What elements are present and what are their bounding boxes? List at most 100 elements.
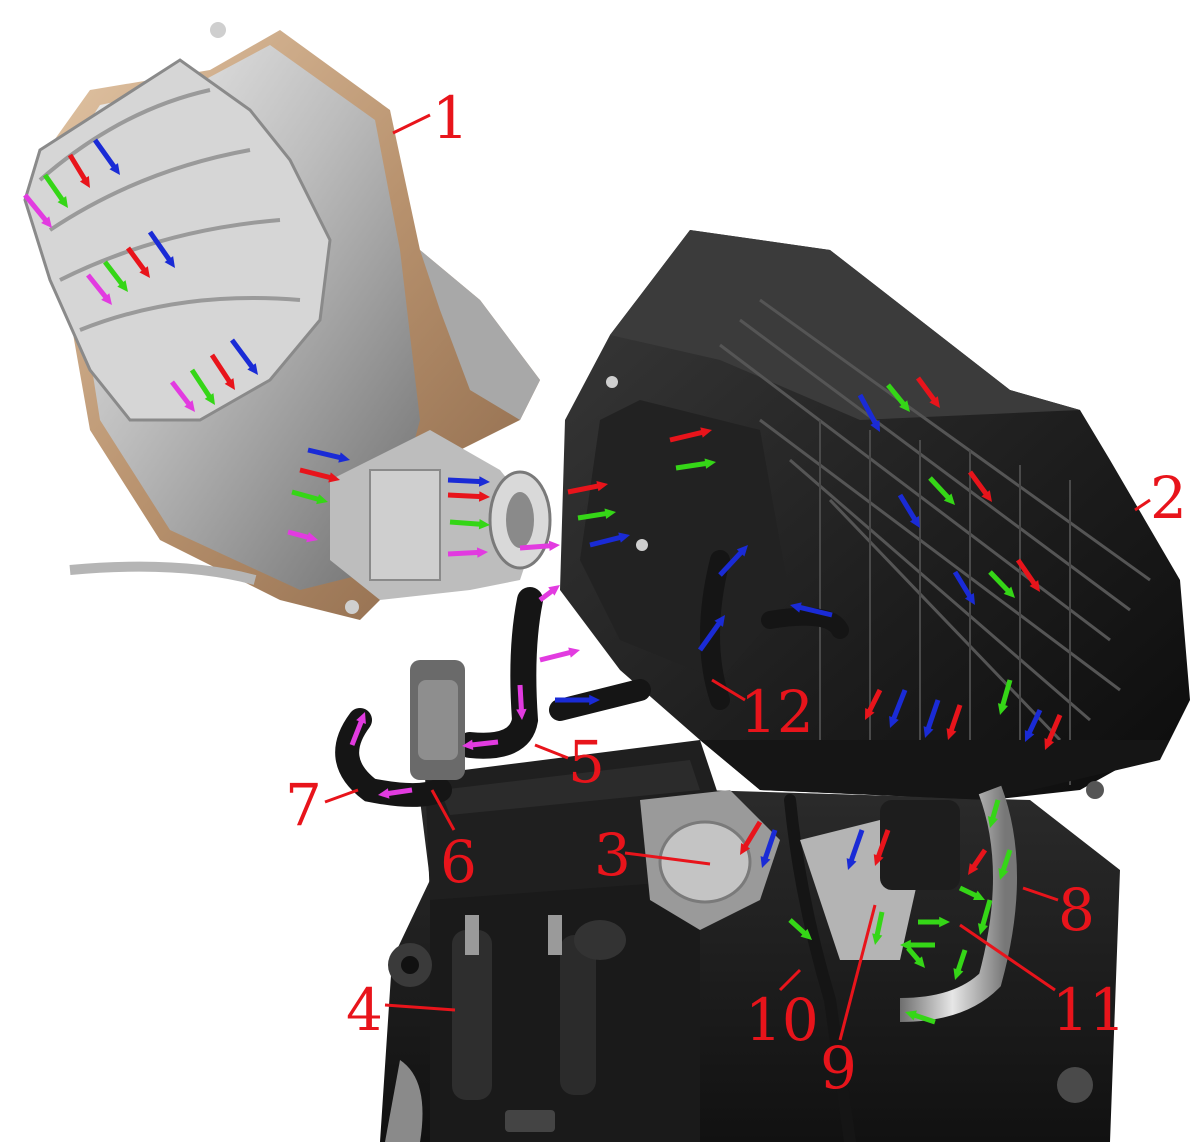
flow-arrow-shaft (847, 829, 865, 866)
flow-arrow-head (516, 708, 527, 720)
flow-arrow-head (596, 481, 608, 492)
flow-arrow-shaft (928, 476, 953, 503)
flow-arrow-head (905, 1010, 917, 1021)
flow-arrow-head (548, 585, 560, 596)
flow-arrow-head (872, 933, 883, 945)
flow-arrow-head (899, 400, 910, 412)
callout-4: 4 (346, 976, 383, 1044)
flow-arrow-head (946, 728, 957, 740)
flow-arrow-shaft (979, 899, 993, 930)
flow-arrows (23, 138, 1063, 1025)
flow-arrow-head (964, 593, 975, 605)
flow-arrow-shaft (967, 470, 991, 499)
flow-arrow-head (247, 363, 258, 375)
flow-arrow-head (790, 602, 802, 613)
flow-arrow-shaft (86, 273, 111, 302)
flow-arrow-head (987, 816, 998, 828)
flow-arrow-head (139, 266, 150, 278)
callout-11: 11 (1052, 976, 1126, 1044)
flow-arrow-head (953, 968, 964, 980)
flow-arrow-shaft (23, 193, 51, 225)
flow-arrow-head (973, 890, 985, 901)
flow-arrow-head (316, 494, 328, 505)
flow-arrow-shaft (675, 460, 711, 471)
flow-arrow-head (1024, 730, 1035, 742)
flow-arrow-shaft (349, 716, 366, 746)
flow-arrow-head (968, 863, 979, 875)
flow-arrow-shaft (189, 368, 214, 402)
flow-arrow-shaft (1015, 558, 1039, 589)
flow-arrow-head (889, 716, 899, 728)
callout-1: 1 (432, 84, 469, 152)
flow-arrow-shaft (299, 467, 335, 481)
flow-arrow-head (338, 452, 350, 463)
flow-arrow-shaft (718, 547, 746, 577)
flow-arrow-head (870, 420, 880, 432)
flow-arrow-shaft (447, 477, 485, 485)
flow-arrow-shaft (307, 447, 345, 462)
callouts: 1 2 3 4 5 6 7 8 9 10 11 12 (285, 84, 1187, 1102)
flow-arrow-head (760, 856, 771, 868)
flow-arrow-head (700, 427, 712, 438)
flow-arrow-head (998, 868, 1009, 880)
flow-arrow-head (977, 923, 988, 935)
callout-12: 12 (740, 678, 814, 746)
flow-arrow-head (929, 396, 940, 408)
flow-arrow-head (568, 647, 580, 658)
flow-arrow-head (478, 491, 490, 502)
flow-arrow-head (462, 739, 474, 750)
flow-arrow-head (356, 712, 366, 724)
flow-arrow-shaft (170, 380, 194, 409)
flow-arrow-shaft (697, 618, 724, 652)
flow-arrow-shaft (447, 492, 485, 500)
flow-arrow-shaft (567, 482, 603, 495)
callout-leaders (324, 113, 1151, 1041)
flow-arrow-shaft (761, 829, 778, 864)
throttle-duct (330, 430, 552, 600)
flow-arrow-shaft (209, 353, 234, 387)
flow-arrow-shaft (874, 829, 891, 862)
flow-arrow-head (846, 858, 857, 870)
flow-arrow-shaft (897, 493, 920, 525)
flow-arrow-head (204, 393, 215, 405)
flow-arrow-head (478, 518, 490, 530)
flow-arrow-shaft (1045, 714, 1063, 746)
flow-arrow-shaft (952, 570, 975, 602)
flow-arrow-head (478, 476, 490, 487)
flow-arrow-head (328, 472, 340, 483)
flow-arrow-head (109, 163, 120, 175)
flow-arrow-head (184, 400, 195, 412)
callout-3: 3 (594, 821, 631, 889)
throttle-assembly (640, 790, 960, 960)
flow-arrow-head (900, 939, 911, 951)
flow-arrow-head (943, 493, 955, 505)
flow-arrow-head (736, 545, 748, 557)
flow-arrow-head (923, 726, 934, 738)
flow-arrow-head (378, 788, 390, 799)
callout-2: 2 (1150, 464, 1187, 532)
flow-arrow-head (800, 928, 812, 940)
flow-arrow-head (548, 540, 560, 552)
flow-arrow-head (1003, 586, 1015, 598)
flow-arrow-shaft (924, 699, 941, 734)
flow-arrow-shaft (125, 246, 149, 275)
flow-arrow-head (1029, 580, 1040, 592)
flow-arrow-head (101, 293, 112, 305)
flow-arrow-head (476, 547, 488, 558)
flow-arrow-head (589, 694, 600, 706)
flow-arrow-shaft (517, 684, 525, 715)
flow-arrow-head (1044, 738, 1055, 750)
flow-arrow-head (224, 378, 235, 390)
flow-arrow-head (865, 708, 875, 720)
flow-arrow-shaft (795, 603, 833, 618)
flow-arrow-head (914, 956, 925, 968)
flow-arrow-shaft (103, 260, 127, 289)
flow-arrow-head (604, 508, 616, 519)
flow-arrow-head (997, 703, 1008, 715)
flow-arrow-shaft (229, 338, 257, 372)
flow-arrow-head (41, 216, 52, 228)
flow-arrow-head (939, 916, 950, 928)
flow-arrow-shaft (988, 570, 1013, 596)
flow-arrow-shaft (92, 138, 119, 172)
